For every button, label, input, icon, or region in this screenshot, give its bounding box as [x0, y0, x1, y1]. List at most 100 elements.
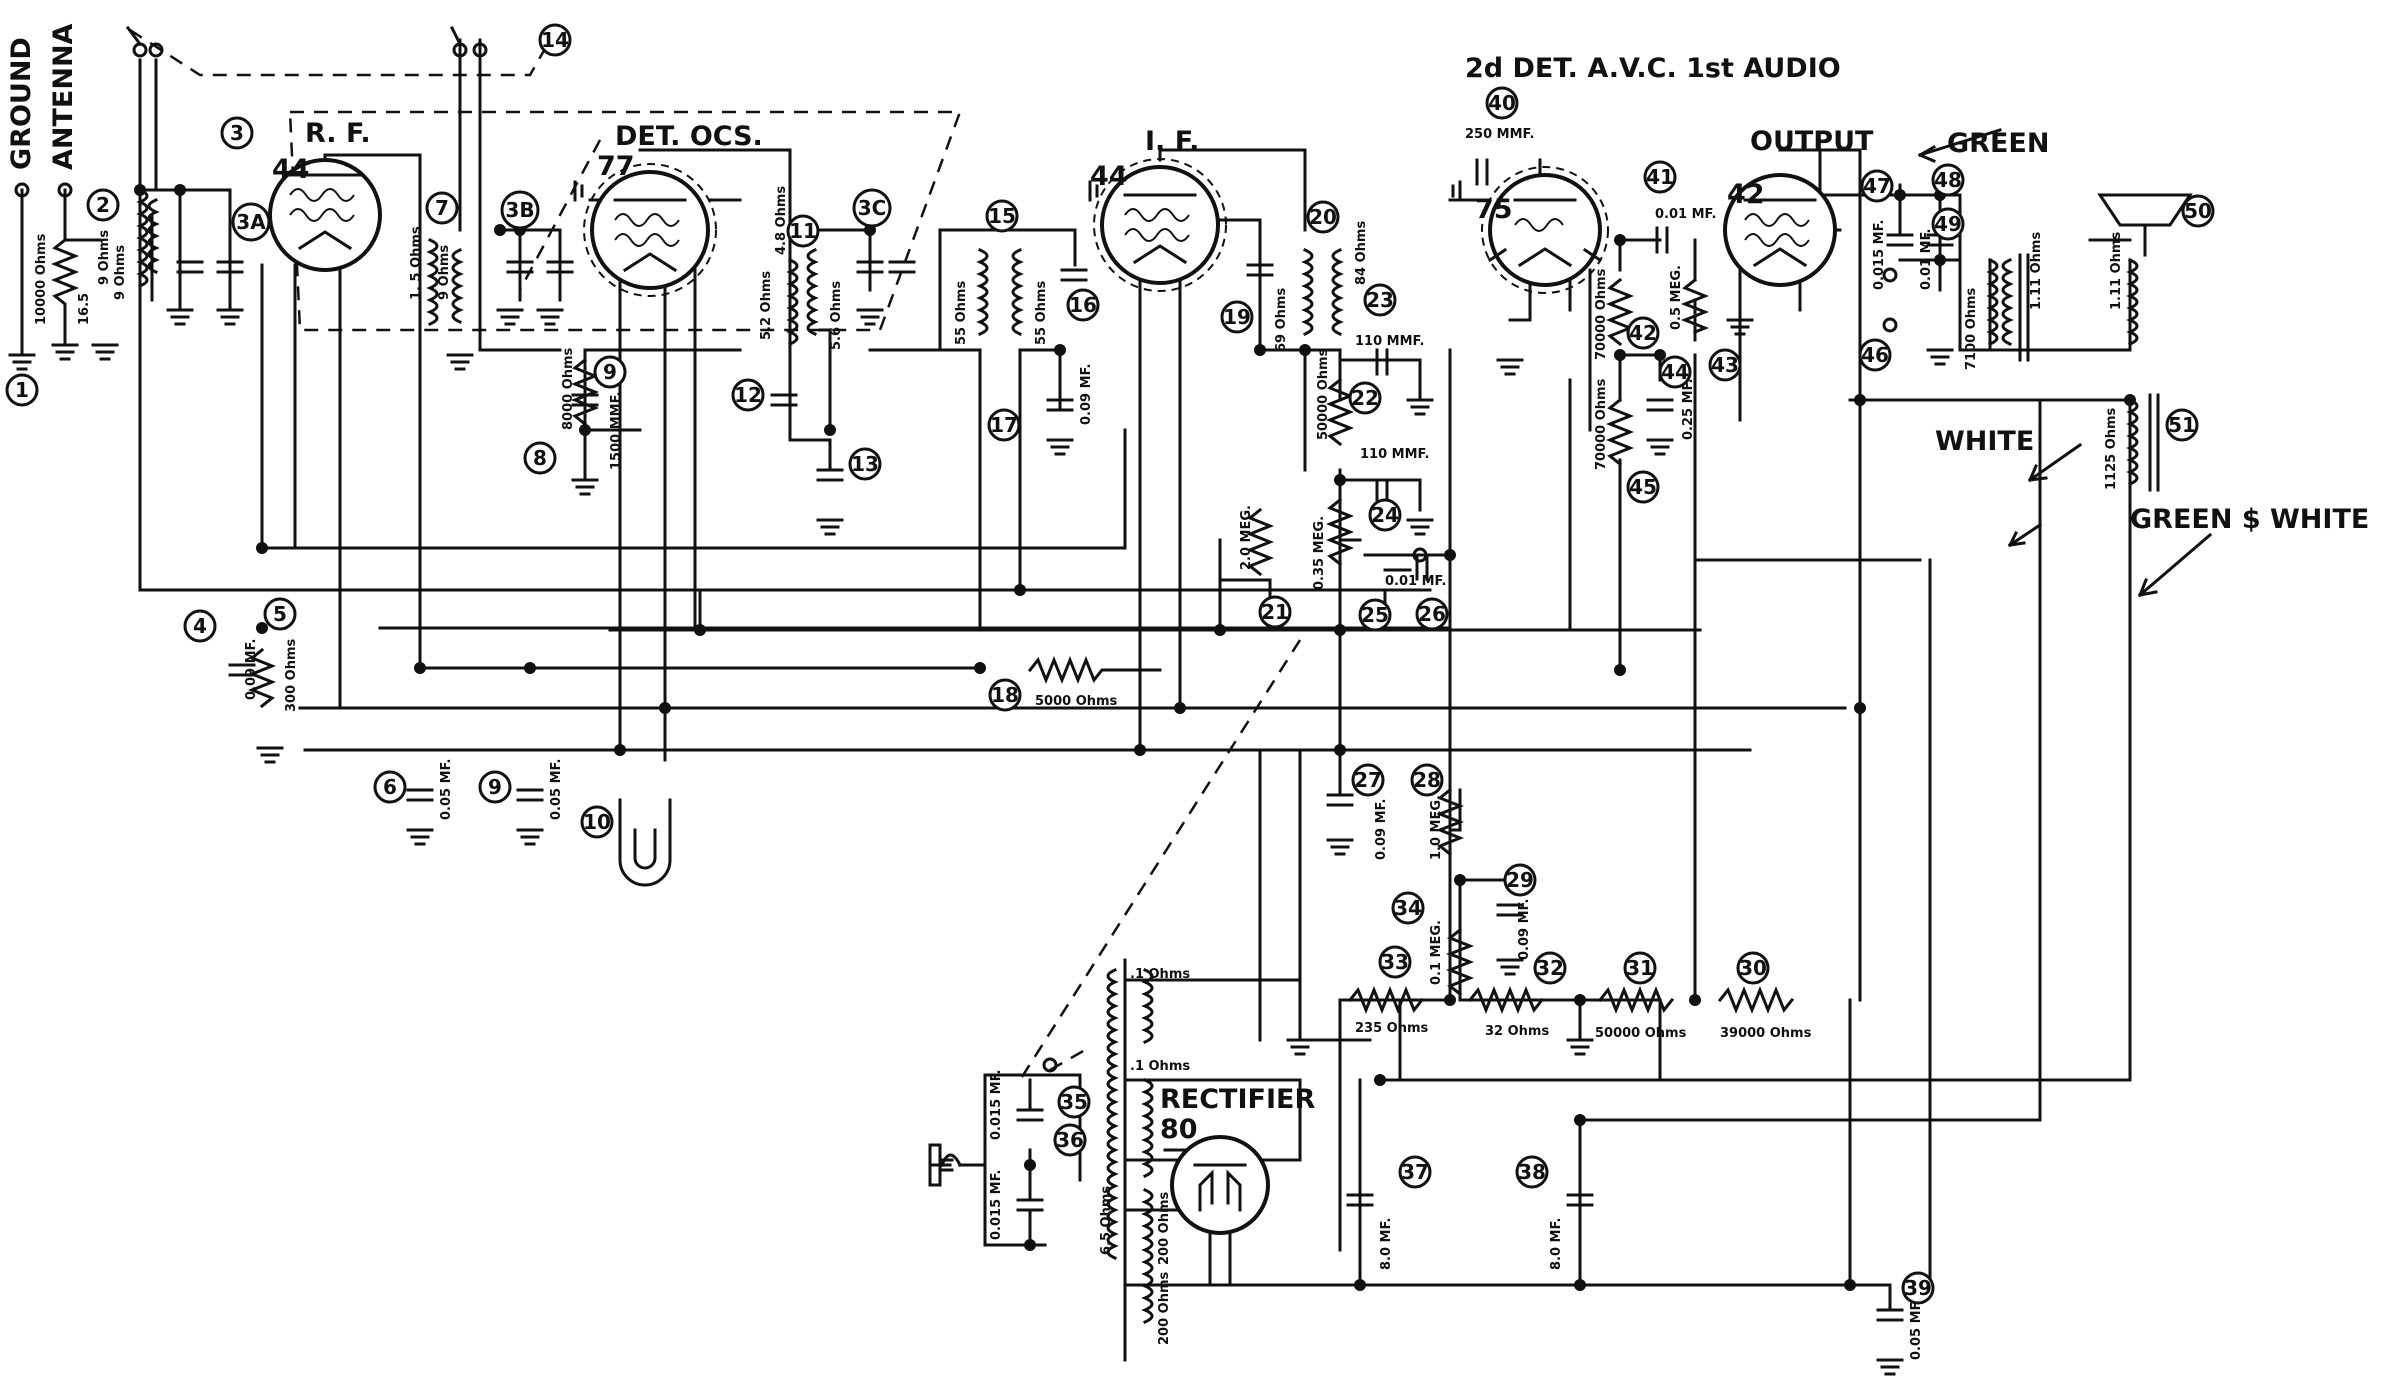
det-ocs-label: DET. OCS.	[615, 121, 763, 152]
svg-text:38: 38	[1518, 1160, 1546, 1184]
resistor-5	[247, 647, 277, 709]
white-label: WHITE	[1935, 426, 2034, 457]
cap-3a	[216, 260, 244, 274]
tube-rectifier	[1170, 1135, 1270, 1235]
r30-value: 39000 Ohms	[1720, 1026, 1812, 1041]
svg-text:1: 1	[15, 378, 29, 402]
callout-22: 22	[1348, 381, 1382, 415]
t-200a-value: 200 Ohms	[1157, 1191, 1172, 1265]
svg-text:7: 7	[435, 196, 449, 220]
svg-text:6: 6	[383, 775, 397, 799]
output-label: OUTPUT	[1750, 126, 1874, 157]
svg-text:25: 25	[1361, 603, 1389, 627]
ground-label: GROUND	[6, 37, 37, 170]
c2b-value: 9 Ohms	[97, 230, 112, 285]
r45-value: 70000 Ohms	[1594, 378, 1609, 470]
resistor-33	[1347, 985, 1425, 1015]
cap-38	[1566, 1193, 1594, 1207]
coil-7a	[426, 238, 439, 326]
svg-text:17: 17	[990, 413, 1018, 437]
callout-42: 42	[1626, 316, 1660, 350]
l20-value: 84 Ohms	[1354, 221, 1369, 285]
rf-label: R. F.	[305, 118, 371, 149]
callout-31: 31	[1623, 951, 1657, 985]
callout-3: 3	[220, 116, 254, 150]
svg-text:4: 4	[193, 614, 207, 638]
svg-text:3: 3	[230, 121, 244, 145]
cap-3a-b	[176, 260, 204, 274]
power-plug	[928, 1143, 963, 1187]
callout-16: 16	[1066, 288, 1100, 322]
svg-text:35: 35	[1060, 1090, 1088, 1114]
resistor-22	[1325, 377, 1355, 447]
callout-9b: 9	[478, 770, 512, 804]
callout-23: 23	[1363, 283, 1397, 317]
callout-50: 50	[2181, 194, 2215, 228]
callout-48: 48	[1931, 163, 1965, 197]
cap-29	[1496, 903, 1524, 917]
callout-24: 24	[1368, 498, 1402, 532]
r34-value: 0.1 MEG.	[1429, 920, 1444, 985]
value-labels: 10000 Ohms 16.5 9 Ohms 9 Ohms 0.09 MF. 3…	[34, 127, 2124, 1360]
callouts: 1 2 3 3A 3B 3C 4 5 6 7 8 9 9 10 11 12 13…	[5, 23, 2215, 1305]
cap-19	[1246, 263, 1274, 277]
c4-value: 0.09 MF.	[244, 639, 259, 700]
callout-4: 4	[183, 609, 217, 643]
if-label: I. F.	[1145, 126, 1199, 157]
c47-value: 0.015 MF.	[1872, 220, 1887, 291]
svg-text:26: 26	[1418, 602, 1446, 626]
resistors	[50, 237, 1795, 1015]
l7b-value: 9 Ohms	[437, 245, 452, 300]
callout-18: 18	[988, 678, 1022, 712]
r32-value: 32 Ohms	[1485, 1024, 1549, 1039]
svg-text:2: 2	[96, 193, 110, 217]
callout-6: 6	[373, 770, 407, 804]
c41-value: 0.01 MF.	[1655, 207, 1716, 222]
coil-11a	[786, 258, 799, 346]
r21-value: 2.0 MEG.	[1239, 505, 1254, 570]
svg-text:16: 16	[1069, 293, 1097, 317]
r42-value: 70000 Ohms	[1594, 268, 1609, 360]
callout-3c: 3C	[852, 188, 892, 228]
svg-text:9: 9	[603, 360, 617, 384]
svg-text:23: 23	[1366, 288, 1394, 312]
resistor-25	[1325, 497, 1355, 567]
svg-text:48: 48	[1934, 168, 1962, 192]
callout-19: 19	[1220, 300, 1254, 334]
svg-text:40: 40	[1488, 91, 1516, 115]
l11c-value: 5.6 Ohms	[829, 281, 844, 350]
coil-20b	[1331, 248, 1344, 336]
coil-output-pri	[1986, 258, 1999, 346]
t-65-value: 6.5 Ohms	[1099, 1186, 1114, 1255]
callout-10: 10	[580, 805, 614, 839]
cap-6	[406, 788, 434, 802]
cap-47	[1886, 233, 1914, 247]
capacitors	[176, 158, 1954, 1322]
callout-43: 43	[1708, 348, 1742, 382]
green-label: GREEN	[1947, 128, 2049, 159]
svg-text:24: 24	[1371, 503, 1399, 527]
resistor-43	[1680, 277, 1710, 334]
coil-51	[2126, 398, 2139, 486]
cap-37	[1346, 1193, 1374, 1207]
coil-15a	[976, 248, 989, 336]
cap-3b	[506, 260, 574, 274]
callout-35: 35	[1057, 1085, 1091, 1119]
svg-text:47: 47	[1863, 174, 1891, 198]
antenna-label: ANTENNA	[48, 23, 79, 170]
resistor-34	[1445, 927, 1475, 997]
svg-text:3C: 3C	[858, 196, 887, 220]
cap-39	[1876, 1308, 1904, 1322]
resistor-45	[1605, 397, 1635, 467]
c35a-value: 0.015 MF.	[989, 1070, 1004, 1141]
tube-output	[1723, 173, 1837, 287]
callout-8: 8	[523, 441, 557, 475]
svg-text:43: 43	[1711, 353, 1739, 377]
c2c-value: 9 Ohms	[113, 245, 128, 300]
coil-15b	[1011, 248, 1024, 336]
l15a-value: 55 Ohms	[954, 281, 969, 345]
tube-if	[1093, 158, 1227, 292]
cap-35a	[1016, 1108, 1044, 1122]
rectifier-tube-label: 80	[1160, 1114, 1198, 1145]
coil-output-sec	[2001, 258, 2014, 346]
